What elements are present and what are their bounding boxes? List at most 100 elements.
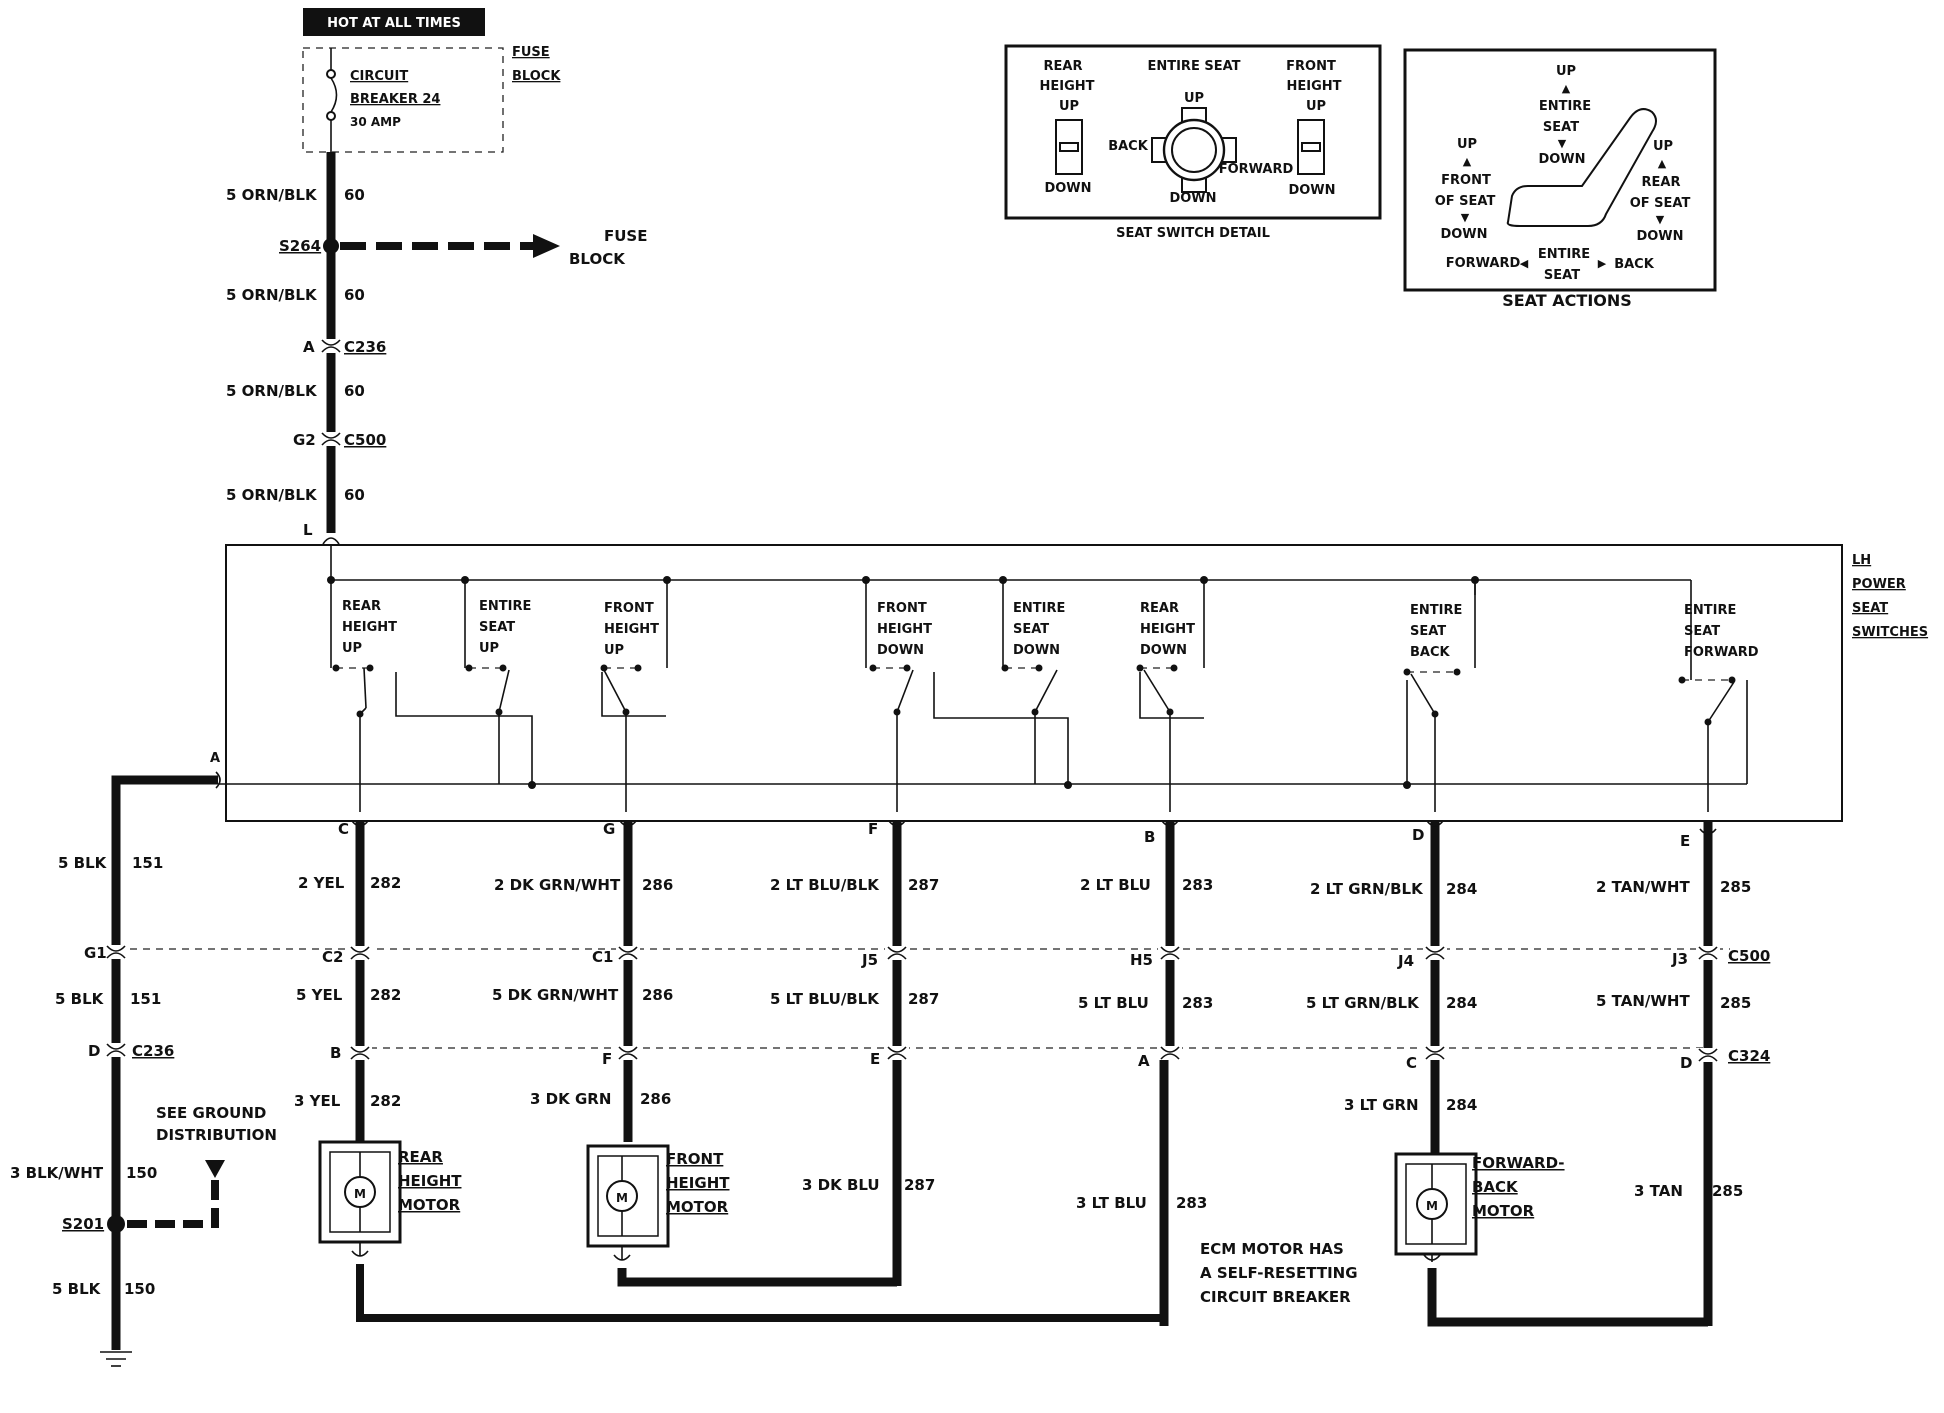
svg-text:G: G <box>603 820 615 838</box>
svg-text:5 DK GRN/WHT: 5 DK GRN/WHT <box>492 986 619 1004</box>
splice-s201 <box>107 1215 125 1233</box>
svg-text:3 DK BLU: 3 DK BLU <box>802 1176 880 1194</box>
svg-text:ENTIRE: ENTIRE <box>1538 247 1590 262</box>
svg-text:2 YEL: 2 YEL <box>298 874 345 892</box>
svg-text:287: 287 <box>904 1176 935 1194</box>
ground-distribution-branch <box>116 1180 219 1228</box>
feed-wire-3-name: 5 ORN/BLK <box>226 382 318 400</box>
svg-text:HEIGHT: HEIGHT <box>604 622 659 637</box>
breaker-label-1: CIRCUIT <box>350 69 408 84</box>
ground-w4-num: 150 <box>124 1280 155 1298</box>
svg-text:C: C <box>1406 1054 1417 1072</box>
svg-text:H5: H5 <box>1130 951 1153 969</box>
svg-text:▲: ▲ <box>1658 157 1667 170</box>
svg-text:287: 287 <box>908 876 939 894</box>
switch-pin-l <box>322 537 340 545</box>
c500-connector-label: C500 <box>1728 947 1770 965</box>
svg-text:SEAT SWITCH DETAIL: SEAT SWITCH DETAIL <box>1116 226 1270 241</box>
front-motor-return-wire <box>617 1268 897 1287</box>
svg-text:MOTOR: MOTOR <box>398 1196 461 1214</box>
svg-text:SEAT ACTIONS: SEAT ACTIONS <box>1502 291 1632 310</box>
svg-text:DOWN: DOWN <box>1288 183 1335 198</box>
fuse-block-label-1: FUSE <box>512 45 550 60</box>
svg-text:DOWN: DOWN <box>1538 152 1585 167</box>
svg-text:FRONT: FRONT <box>877 601 927 616</box>
splice-s264 <box>323 238 339 254</box>
fwd-motor-return-wire <box>1427 1268 1708 1327</box>
svg-text:SEAT: SEAT <box>1013 622 1049 637</box>
svg-text:◀: ◀ <box>1520 257 1529 270</box>
svg-text:3 LT GRN: 3 LT GRN <box>1344 1096 1419 1114</box>
svg-text:▼: ▼ <box>1558 137 1567 150</box>
breaker-contact-bottom <box>326 111 336 121</box>
svg-text:ENTIRE: ENTIRE <box>1410 603 1462 618</box>
svg-text:2 LT BLU/BLK: 2 LT BLU/BLK <box>770 876 880 894</box>
svg-text:285: 285 <box>1720 878 1751 896</box>
svg-text:UP: UP <box>479 641 499 656</box>
svg-text:BACK: BACK <box>1410 645 1451 660</box>
ground-c236-label: C236 <box>132 1042 174 1060</box>
svg-text:3 TAN: 3 TAN <box>1634 1182 1683 1200</box>
svg-text:DOWN: DOWN <box>1169 191 1216 206</box>
svg-text:286: 286 <box>640 1090 671 1108</box>
rear-height-motor: M REAR HEIGHT MOTOR <box>318 1140 462 1244</box>
svg-text:B: B <box>1144 828 1155 846</box>
svg-text:2 LT BLU: 2 LT BLU <box>1080 876 1151 894</box>
svg-text:HEIGHT: HEIGHT <box>398 1172 462 1190</box>
svg-text:D: D <box>1412 826 1424 844</box>
svg-text:HEIGHT: HEIGHT <box>1140 622 1195 637</box>
ground-w4-name: 5 BLK <box>52 1280 102 1298</box>
svg-text:UP: UP <box>342 641 362 656</box>
svg-text:5 YEL: 5 YEL <box>296 986 343 1004</box>
forward-back-motor: M FORWARD- BACK MOTOR <box>1394 1152 1565 1256</box>
svg-text:D: D <box>1680 1054 1692 1072</box>
fuse-block-arrow-label-1: FUSE <box>604 227 647 245</box>
svg-text:ENTIRE: ENTIRE <box>1539 99 1591 114</box>
svg-text:2 DK GRN/WHT: 2 DK GRN/WHT <box>494 876 621 894</box>
switch-output-leads <box>359 712 1709 812</box>
svg-text:ENTIRE: ENTIRE <box>479 599 531 614</box>
ecm-note-3: CIRCUIT BREAKER <box>1200 1288 1351 1306</box>
feed-wire-3-num: 60 <box>344 382 365 400</box>
svg-text:UP: UP <box>1306 99 1326 114</box>
ground-w2-num: 151 <box>130 990 161 1008</box>
circuit-285: E 2 TAN/WHT 285 J3 5 TAN/WHT 285 D 3 TAN… <box>1596 822 1751 1326</box>
svg-text:284: 284 <box>1446 994 1477 1012</box>
rear-motor-return-wire <box>356 1264 1162 1322</box>
svg-text:▲: ▲ <box>1562 82 1571 95</box>
svg-text:FORWARD: FORWARD <box>1446 256 1521 271</box>
svg-text:BACK: BACK <box>1472 1178 1519 1196</box>
svg-text:283: 283 <box>1176 1194 1207 1212</box>
ground-g1-label: G1 <box>84 944 107 962</box>
svg-text:REAR: REAR <box>1642 175 1681 190</box>
switch-box-title-2: POWER <box>1852 577 1906 592</box>
svg-text:M: M <box>616 1191 628 1205</box>
feed-wire-4-name: 5 ORN/BLK <box>226 486 318 504</box>
svg-text:A: A <box>1138 1052 1150 1070</box>
svg-text:UP: UP <box>1184 91 1204 106</box>
svg-text:▼: ▼ <box>1461 211 1470 224</box>
feed-wire-2-num: 60 <box>344 286 365 304</box>
splice-s264-label: S264 <box>279 237 321 255</box>
svg-text:SEAT: SEAT <box>1544 268 1580 283</box>
switch-contacts <box>332 664 1736 726</box>
svg-text:▼: ▼ <box>1656 213 1665 226</box>
svg-text:F: F <box>602 1050 612 1068</box>
svg-text:MOTOR: MOTOR <box>1472 1202 1535 1220</box>
breaker-element <box>330 77 338 113</box>
lh-power-seat-switches-box <box>225 544 1843 822</box>
svg-text:UP: UP <box>1457 137 1477 152</box>
svg-text:C2: C2 <box>322 948 343 966</box>
power-bus <box>327 545 1692 680</box>
svg-text:282: 282 <box>370 874 401 892</box>
svg-text:FRONT: FRONT <box>604 601 654 616</box>
svg-text:OF SEAT: OF SEAT <box>1630 196 1691 211</box>
svg-text:SEAT: SEAT <box>1543 120 1579 135</box>
ground-w3-num: 150 <box>126 1164 157 1182</box>
c236-label: C236 <box>344 338 386 356</box>
svg-text:282: 282 <box>370 1092 401 1110</box>
svg-text:3 DK GRN: 3 DK GRN <box>530 1090 611 1108</box>
svg-text:HEIGHT: HEIGHT <box>1039 79 1094 94</box>
front-height-motor: M FRONT HEIGHT MOTOR <box>586 1144 730 1248</box>
